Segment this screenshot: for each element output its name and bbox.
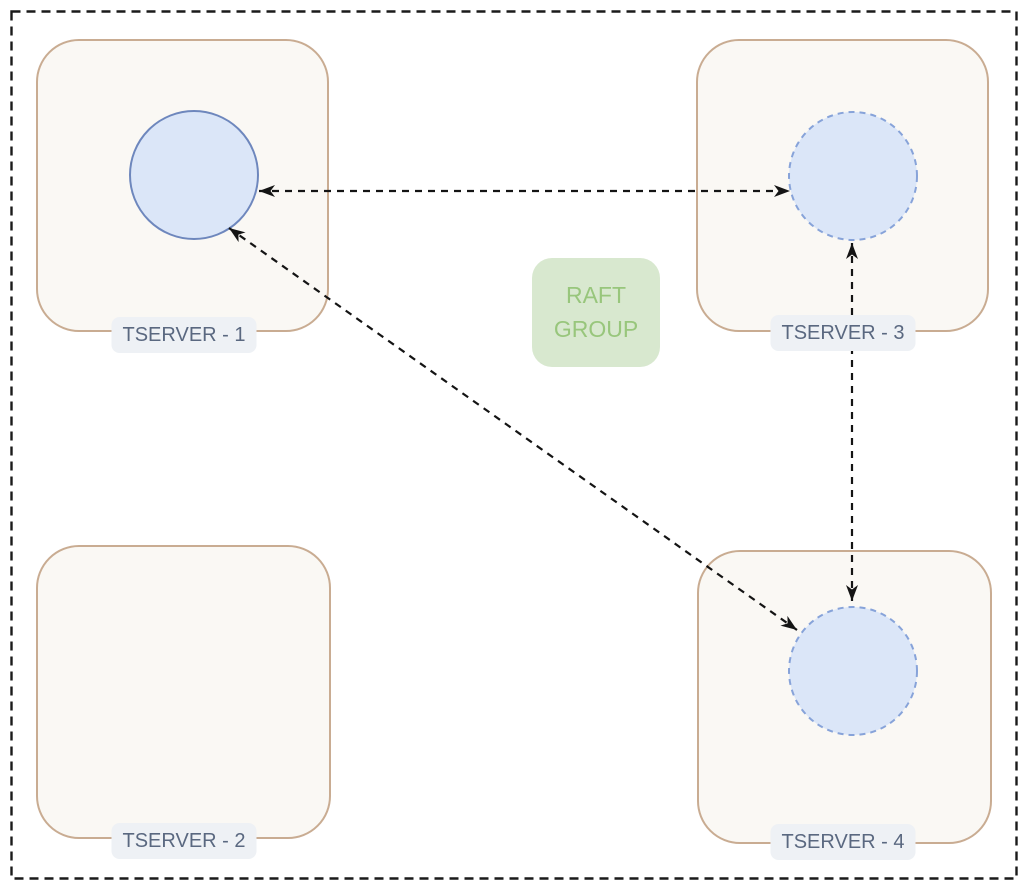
replica-circle-tserver-3: [788, 111, 918, 241]
raft-group-label-line2: GROUP: [553, 316, 639, 342]
server-label-tserver-3: TSERVER - 3: [770, 315, 916, 351]
replica-circle-tserver-4: [788, 606, 918, 736]
raft-group-label-line1: RAFT: [565, 282, 627, 308]
raft-group-label: RAFT GROUP: [554, 278, 638, 346]
server-label-tserver-1: TSERVER - 1: [111, 317, 257, 353]
diagram-boundary: [10, 10, 1018, 880]
server-box-tserver-2: [36, 545, 331, 839]
replica-circle-tserver-1: [129, 110, 259, 240]
server-label-tserver-2: TSERVER - 2: [111, 823, 257, 859]
server-label-tserver-4: TSERVER - 4: [770, 824, 916, 860]
